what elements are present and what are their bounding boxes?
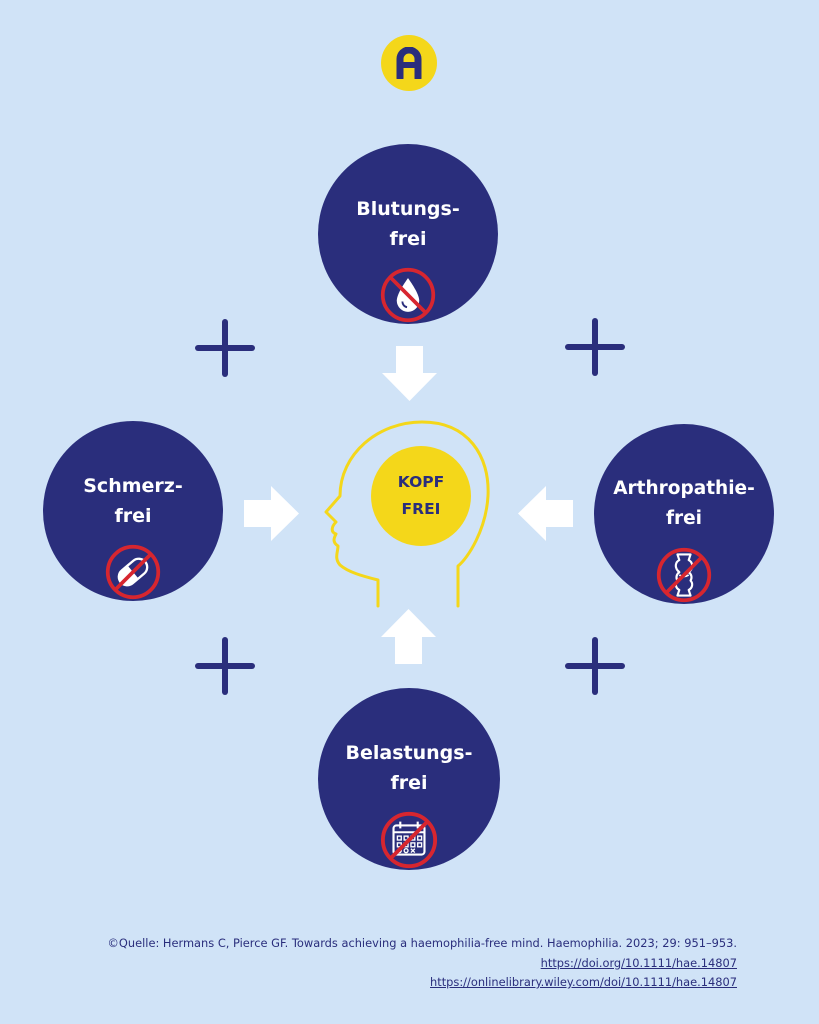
bleeding-free-node: Blutungs- frei (318, 144, 498, 324)
arrow-right-icon (244, 486, 299, 541)
brand-logo: A (381, 35, 437, 91)
head-free-badge: KOPF FREI (371, 446, 471, 546)
plus-icon-bottom-left (195, 637, 255, 695)
pain-free-label-line1: Schmerz- (83, 475, 183, 497)
plus-icon-top-right (565, 318, 625, 376)
bleeding-free-label: Blutungs- frei (356, 194, 459, 254)
arthropathy-free-label: Arthropathie- frei (613, 474, 755, 534)
no-blood-drop-icon (380, 267, 436, 323)
burden-free-node: Belastungs- frei (318, 688, 500, 870)
head-free-line2: FREI (401, 500, 441, 518)
pain-free-label-line2: frei (114, 505, 152, 527)
bleeding-free-label-line1: Blutungs- (356, 198, 460, 220)
plus-icon-top-left (195, 319, 255, 377)
arthropathy-free-label-line2: frei (665, 508, 703, 529)
letter-a-logo-icon (396, 47, 422, 79)
burden-free-label-line1: Belastungs- (345, 742, 473, 764)
arthropathy-free-node: Arthropathie- frei (594, 424, 774, 604)
plus-icon-bottom-right (565, 637, 625, 695)
source-citation: ©Quelle: Hermans C, Pierce GF. Towards a… (77, 934, 737, 993)
arrow-down-icon (382, 346, 437, 401)
pain-free-node: Schmerz- frei (43, 421, 223, 601)
arrow-left-icon (518, 486, 573, 541)
no-pill-icon (105, 544, 161, 600)
citation-text: ©Quelle: Hermans C, Pierce GF. Towards a… (107, 936, 737, 950)
arthropathy-free-label-line1: Arthropathie- (613, 478, 755, 499)
no-joint-icon (656, 547, 712, 603)
no-calendar-icon (380, 811, 438, 869)
doi-link[interactable]: https://doi.org/10.1111/hae.14807 (540, 955, 737, 970)
bleeding-free-label-line2: frei (389, 228, 427, 250)
head-profile-icon (324, 420, 490, 608)
pain-free-label: Schmerz- frei (83, 471, 182, 531)
burden-free-label: Belastungs- frei (346, 738, 473, 798)
head-free-line1: KOPF (397, 473, 445, 491)
arrow-up-icon (381, 609, 436, 664)
wiley-link[interactable]: https://onlinelibrary.wiley.com/doi/10.1… (430, 975, 737, 989)
burden-free-label-line2: frei (390, 772, 428, 794)
